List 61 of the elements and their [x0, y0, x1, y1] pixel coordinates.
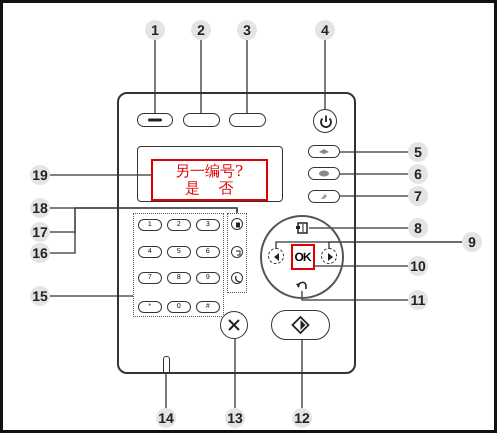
leader-line [50, 174, 151, 176]
callout-number: 12 [292, 408, 312, 428]
stop-button [220, 311, 248, 339]
callout-number: 11 [408, 290, 428, 310]
leader-line [340, 195, 408, 197]
leader-line [324, 40, 326, 109]
callout-number: 13 [225, 408, 245, 428]
leader-line [50, 295, 133, 297]
callout-number: 2 [191, 20, 211, 40]
status-led [163, 356, 170, 373]
display-text [150, 158, 268, 201]
leader-line [301, 340, 303, 408]
leader-line [234, 339, 236, 408]
display-text-line: 另一编号? [174, 162, 244, 180]
callout-number: 5 [408, 142, 428, 162]
navigation-dial [260, 215, 344, 299]
callout-number: 7 [408, 186, 428, 206]
function-button [308, 167, 340, 180]
leader-line [315, 265, 408, 267]
leader-line [340, 151, 408, 153]
callout-number: 18 [30, 198, 50, 218]
ok-button: OK [290, 244, 314, 270]
leader-line [340, 173, 408, 175]
menu-icon [294, 220, 308, 234]
function-key-area [227, 213, 247, 293]
callout-number: 8 [408, 218, 428, 238]
leader-line [200, 40, 202, 113]
callout-number: 6 [408, 164, 428, 184]
leader-line [301, 291, 408, 301]
callout-number: 16 [30, 243, 50, 263]
power-button [313, 109, 337, 133]
lcd-screen [137, 146, 283, 202]
function-button [308, 145, 340, 158]
callout-number: 19 [30, 165, 50, 185]
function-key [230, 246, 243, 258]
callout-number: 9 [462, 232, 482, 252]
function-key [230, 272, 243, 284]
leader-line [309, 227, 408, 229]
start-button [271, 310, 330, 340]
callout-number: 17 [30, 222, 50, 242]
callout-number: 14 [156, 408, 176, 428]
leader-line [165, 373, 167, 408]
callout-number: 15 [30, 286, 50, 306]
right-arrow-button [320, 248, 336, 264]
panel-button [229, 113, 266, 127]
back-icon [294, 278, 308, 290]
leader-line [246, 40, 248, 113]
display-text-line: 是 否 [184, 180, 235, 197]
leader-line [154, 40, 156, 113]
keypad-area [133, 213, 224, 317]
callout-number: 4 [315, 20, 335, 40]
panel-button [137, 113, 173, 127]
panel-button [183, 113, 220, 127]
leader-line [328, 241, 462, 248]
function-button [308, 190, 340, 203]
callout-number: 10 [408, 256, 428, 276]
function-key [230, 218, 243, 230]
left-arrow-button [268, 248, 284, 264]
callout-number: 3 [237, 20, 257, 40]
leader-line [50, 207, 238, 213]
callout-number: 1 [145, 20, 165, 40]
